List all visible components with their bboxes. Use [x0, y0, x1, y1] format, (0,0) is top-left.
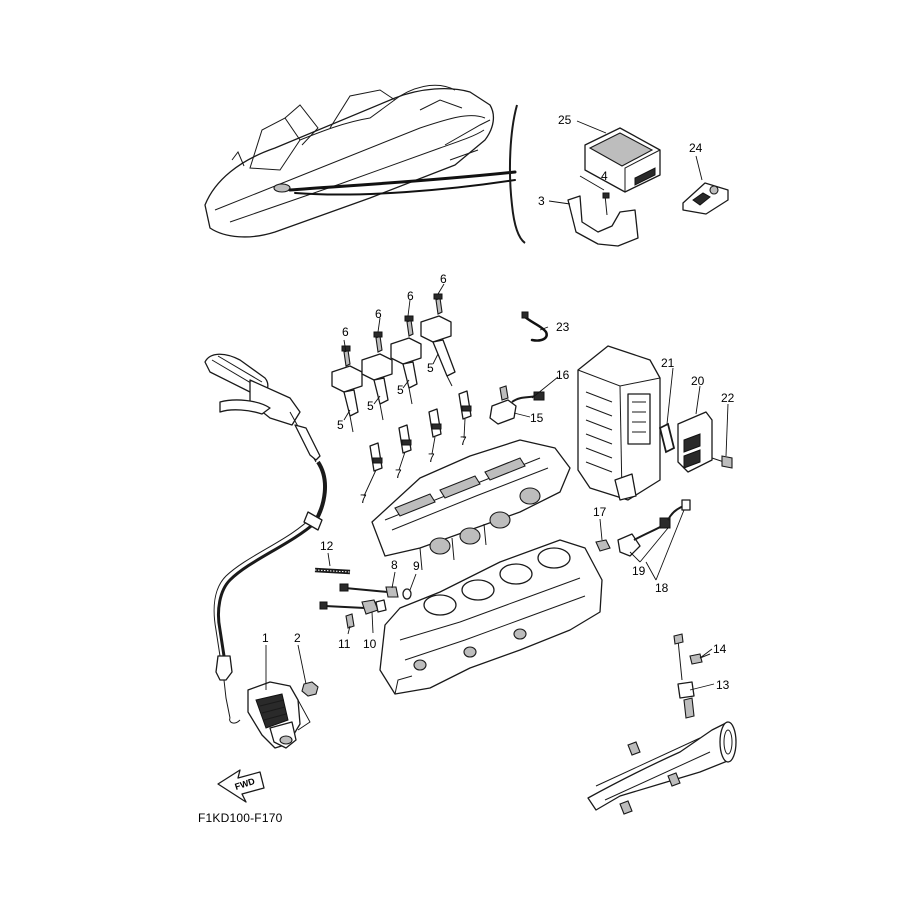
callout-25: 25: [558, 113, 572, 127]
callout-6-d: 6: [342, 325, 349, 339]
throttle-assembly: [204, 353, 327, 724]
engine-block: [379, 539, 603, 695]
electrical-box: [577, 345, 661, 501]
gasket-part: [658, 422, 676, 454]
knock-sensor-part: [339, 583, 399, 598]
watercraft-illustration: [204, 84, 526, 244]
callout-18: 18: [655, 581, 669, 595]
callout-4: 4: [601, 169, 608, 183]
callout-19: 19: [632, 564, 646, 578]
spark-plug-group: [369, 390, 472, 472]
ignition-coil-1: [331, 365, 363, 433]
callout-6-a: 6: [440, 272, 447, 286]
hose-part: [314, 567, 351, 575]
ignition-coil-3: [390, 337, 422, 405]
pressure-sensor-part: [319, 599, 387, 615]
relay-part: [677, 411, 713, 473]
exhaust-sensor-part: [673, 633, 695, 719]
exhaust-bolt-part: [689, 653, 711, 665]
ecu-box-group: [567, 127, 661, 247]
leader-lines: [265, 120, 729, 731]
ignition-coil-2: [361, 353, 393, 421]
callout-1: 1: [262, 631, 269, 645]
callout-5-c: 5: [367, 399, 374, 413]
cam-sensor-part: [489, 385, 545, 425]
ignition-coil-group: [331, 293, 456, 433]
callout-7-b: 7: [428, 451, 435, 465]
callout-20: 20: [691, 374, 705, 388]
callout-5-b: 5: [397, 383, 404, 397]
callout-7-c: 7: [395, 467, 402, 481]
callout-17: 17: [593, 505, 607, 519]
cable-clip-part: [521, 311, 548, 342]
bolt-part: [711, 455, 733, 469]
callout-14: 14: [713, 642, 727, 656]
callout-labels: 25 24 4 3 6 6 6 6 23 5 5 5 5 16 15 7 7 7…: [262, 113, 735, 692]
screw-part: [345, 613, 355, 629]
callout-10: 10: [363, 637, 377, 651]
key-lanyard-part: [682, 182, 729, 215]
callout-6-c: 6: [375, 307, 382, 321]
cylinder-head-cover: [371, 439, 571, 571]
callout-8: 8: [391, 558, 398, 572]
callout-13: 13: [716, 678, 730, 692]
temp-sensor-part: [595, 539, 611, 552]
callout-21: 21: [661, 356, 675, 370]
callout-7-d: 7: [360, 492, 367, 506]
callout-12: 12: [320, 539, 334, 553]
sensor-harness-part: [617, 499, 691, 557]
callout-24: 24: [689, 141, 703, 155]
callout-15: 15: [530, 411, 544, 425]
callout-7-a: 7: [460, 434, 467, 448]
nut-part: [301, 681, 319, 697]
callout-5-a: 5: [427, 361, 434, 375]
throttle-body-part: [247, 681, 301, 749]
callout-2: 2: [294, 631, 301, 645]
callout-6-b: 6: [407, 289, 414, 303]
callout-11: 11: [338, 637, 351, 651]
callout-3: 3: [538, 194, 545, 208]
exhaust-manifold: [587, 721, 737, 815]
washer-part: [402, 588, 412, 600]
callout-9: 9: [413, 559, 420, 573]
callout-16: 16: [556, 368, 570, 382]
coil-bolts: [341, 293, 443, 367]
callout-5-d: 5: [337, 418, 344, 432]
ignition-coil-4: [420, 315, 456, 387]
diagram-code: F1KD100-F170: [198, 811, 283, 825]
callout-23: 23: [556, 320, 570, 334]
callout-22: 22: [721, 391, 735, 405]
fwd-arrow-icon: FWD: [217, 769, 265, 803]
